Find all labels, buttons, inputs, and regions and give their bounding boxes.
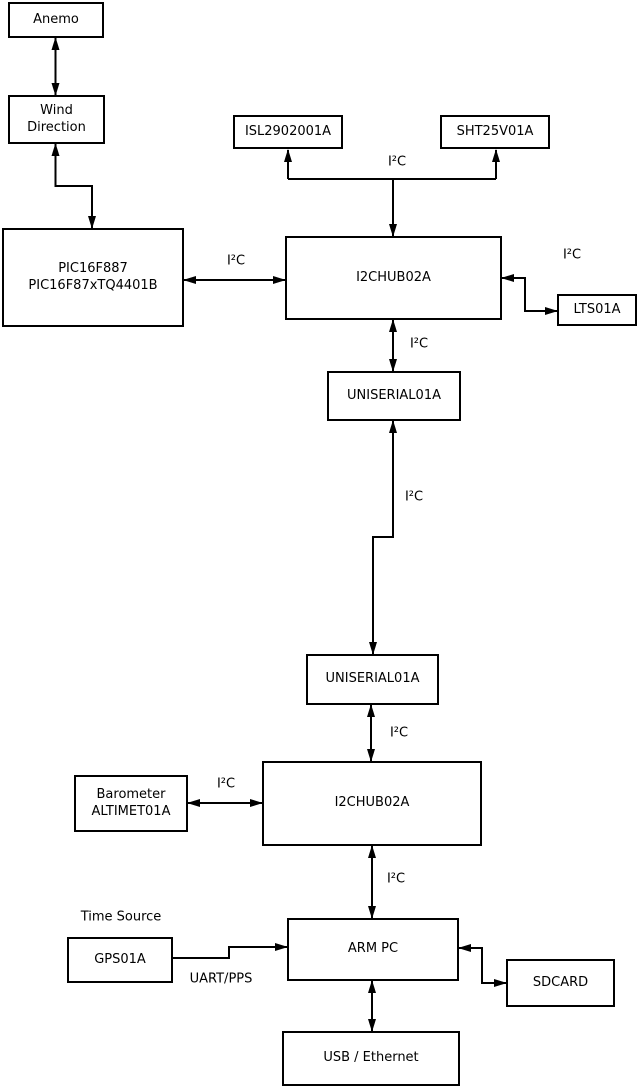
edge-gps-armpc bbox=[173, 943, 288, 959]
label-i2c-uniserial-link: I²C bbox=[404, 489, 424, 505]
label-time-source: Time Source bbox=[80, 909, 162, 925]
node-wind-direction: Wind Direction bbox=[8, 95, 105, 144]
label-i2c-hub2-armpc: I²C bbox=[386, 871, 406, 887]
node-arm-pc: ARM PC bbox=[287, 918, 459, 981]
label-i2c-isl-sht: I²C bbox=[387, 154, 407, 170]
edge-uniserialtop-uniserialbottom bbox=[369, 420, 397, 655]
edge-winddirection-pic bbox=[51, 143, 96, 229]
node-gps01a: GPS01A bbox=[67, 937, 173, 983]
node-i2chub02a-bottom: I2CHUB02A bbox=[262, 761, 482, 846]
node-usb-ethernet: USB / Ethernet bbox=[282, 1031, 460, 1086]
edge-armpc-sdcard bbox=[458, 944, 507, 987]
label-i2c-pic-hub: I²C bbox=[226, 253, 246, 269]
node-uniserial01a-bottom: UNISERIAL01A bbox=[306, 654, 439, 705]
edge-i2chubtop-lts bbox=[501, 274, 558, 315]
label-i2c-hub-lts: I²C bbox=[562, 247, 582, 263]
label-i2c-hub-uniserial: I²C bbox=[409, 336, 429, 352]
node-anemo: Anemo bbox=[8, 2, 104, 38]
node-i2chub02a-top: I2CHUB02A bbox=[285, 236, 502, 320]
node-barometer-altimet01a: Barometer ALTIMET01A bbox=[74, 775, 188, 832]
node-sht25v01a: SHT25V01A bbox=[440, 115, 550, 149]
node-lts01a: LTS01A bbox=[557, 294, 637, 326]
label-i2c-uniserial-hub2: I²C bbox=[389, 725, 409, 741]
node-sdcard: SDCARD bbox=[506, 959, 615, 1007]
node-isl2902001a: ISL2902001A bbox=[233, 115, 343, 149]
node-uniserial01a-top: UNISERIAL01A bbox=[327, 371, 461, 421]
label-uart-pps: UART/PPS bbox=[189, 971, 253, 987]
node-pic16f887: PIC16F887 PIC16F87xTQ4401B bbox=[2, 228, 184, 327]
label-i2c-barometer-hub2: I²C bbox=[216, 776, 236, 792]
